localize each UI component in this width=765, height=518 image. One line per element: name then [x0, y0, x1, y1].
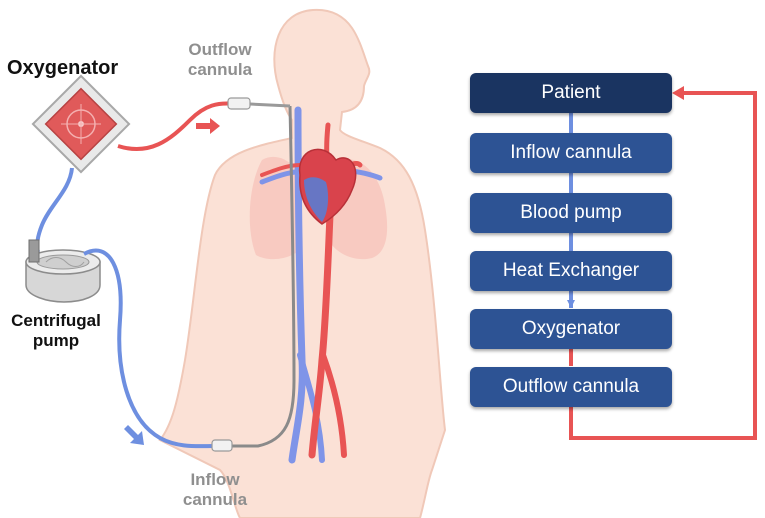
- centrifugal-label-line1: Centrifugal: [11, 311, 101, 330]
- flow-box-outflow-cannula: Outflow cannula: [470, 367, 672, 407]
- outflow-tubing: [117, 101, 237, 152]
- inflow-cannula-label: Inflow cannula: [175, 470, 255, 509]
- inflow-connector-body: [211, 439, 233, 452]
- pump-impeller-vane: [45, 257, 85, 267]
- inflow-label-line2: cannula: [182, 489, 248, 509]
- vena-cava: [288, 106, 306, 464]
- centrifugal-pump-label: Centrifugal pump: [4, 311, 108, 350]
- subclavian-artery: [260, 163, 302, 177]
- outflow-arrow-icon: [196, 118, 220, 134]
- outflow-connector-tip: [249, 102, 291, 108]
- pump-outlet: [28, 239, 40, 263]
- inflow-arrow-icon: [124, 425, 144, 445]
- oxygenator-label: Oxygenator: [7, 57, 119, 79]
- flow-box-oxygenator: Oxygenator: [470, 309, 672, 349]
- inflow-label-line1: Inflow: [190, 470, 240, 489]
- centrifugal-pump-device: [25, 239, 101, 303]
- flow-connector-arrowhead: [567, 300, 575, 308]
- flow-return-arrowhead: [672, 86, 684, 100]
- pump-impeller: [36, 254, 90, 270]
- flow-box-patient: Patient: [470, 73, 672, 113]
- inflow-connector: [211, 439, 233, 452]
- inflow-cannula-tube: [230, 105, 296, 448]
- outflow-connector: [227, 97, 291, 110]
- outflow-label-line1: Outflow: [188, 40, 252, 59]
- heart: [298, 148, 357, 225]
- flow-box-inflow-cannula: Inflow cannula: [470, 133, 672, 173]
- flow-box-heat-exchanger: Heat Exchanger: [470, 251, 672, 291]
- outflow-label-line2: cannula: [187, 59, 253, 79]
- centrifugal-label-line2: pump: [32, 330, 80, 350]
- inflow-tubing: [83, 248, 215, 449]
- oxygenator-device: [31, 74, 131, 174]
- outflow-connector-body: [227, 97, 251, 110]
- outflow-cannula-label: Outflow cannula: [180, 40, 260, 79]
- flow-box-blood-pump: Blood pump: [470, 193, 672, 233]
- pump-to-oxygenator-tubing: [35, 167, 74, 253]
- heart-venous-chamber: [304, 177, 329, 222]
- flow-return-line: [569, 91, 757, 440]
- iliac-artery: [320, 352, 347, 458]
